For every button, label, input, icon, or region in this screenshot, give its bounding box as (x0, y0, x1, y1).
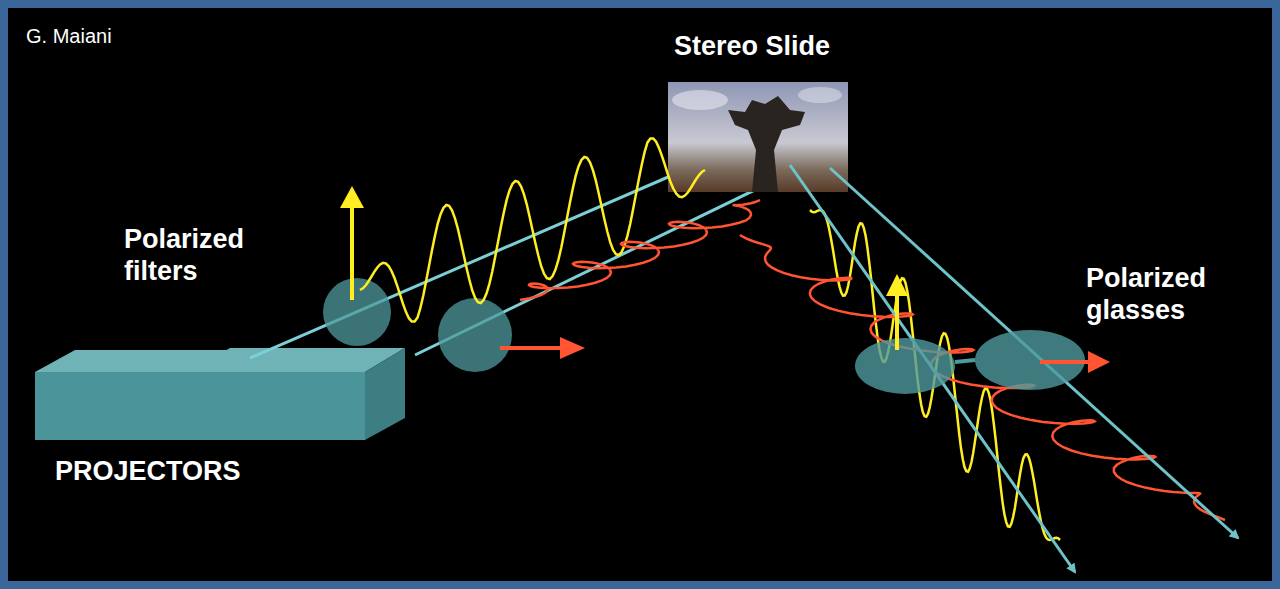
wave-group (360, 139, 1225, 541)
light-beam (830, 168, 1238, 538)
slide-label: Stereo Slide (674, 30, 830, 62)
projector-label: PROJECTORS (55, 455, 241, 487)
projector (190, 348, 405, 440)
polarization-arrow (1040, 351, 1110, 373)
filter-label: Polarized filters (124, 223, 299, 288)
glasses-label: Polarized glasses (1086, 262, 1266, 327)
glasses-bridge (955, 360, 975, 362)
credit-label: G. Maiani (26, 24, 112, 48)
polarization-arrow (500, 337, 585, 359)
polarizing-filter (323, 278, 391, 346)
polarization-arrow (340, 186, 364, 300)
vertical-wave (360, 139, 705, 322)
glasses-lens (855, 338, 955, 394)
stereo-slide (668, 82, 848, 192)
polarizing-filter (438, 298, 512, 372)
polarization-arrow (886, 274, 908, 350)
horizontal-wave (520, 200, 760, 300)
black-ground (8, 8, 1272, 581)
